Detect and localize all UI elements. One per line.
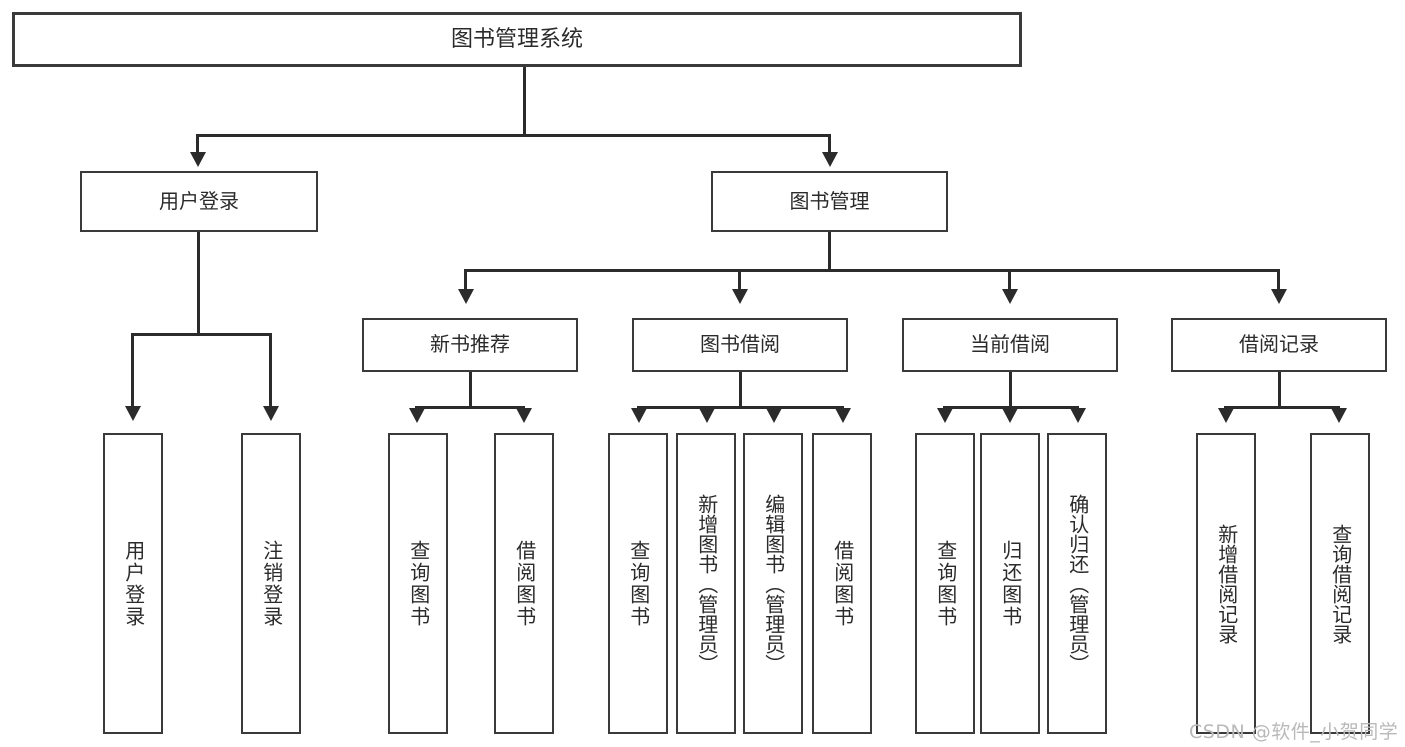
node-leaf-bb-query[interactable]: 查询图书 — [608, 433, 668, 734]
node-leaf-bb-edit[interactable]: 编辑图书（管理员） — [743, 433, 803, 734]
connector-user-login-stem — [197, 232, 200, 336]
node-leaf-user-logout[interactable]: 注销登录 — [241, 433, 301, 734]
node-user-login-label: 用户登录 — [159, 188, 239, 213]
node-new-book-rec-label: 新书推荐 — [430, 332, 510, 357]
node-borrow-record[interactable]: 借阅记录 — [1171, 318, 1387, 372]
node-leaf-cb-confirm-label: 确认归还（管理员） — [1065, 493, 1090, 674]
node-leaf-cb-query[interactable]: 查询图书 — [915, 433, 975, 734]
node-new-book-rec[interactable]: 新书推荐 — [362, 318, 578, 372]
connector-cb-bus — [943, 406, 1079, 409]
node-leaf-bb-add-label: 新增图书（管理员） — [694, 493, 719, 674]
node-leaf-bb-borrow[interactable]: 借阅图书 — [812, 433, 872, 734]
connector-root-to-book-manage — [828, 134, 831, 154]
node-book-manage-label: 图书管理 — [789, 188, 870, 213]
node-user-login[interactable]: 用户登录 — [80, 171, 318, 232]
arrowhead-leaf-cb-confirm — [1070, 408, 1086, 423]
arrowhead-leaf-user-login — [125, 406, 141, 421]
connector-br-bus — [1224, 406, 1340, 409]
node-leaf-user-logout-label: 注销登录 — [259, 539, 284, 628]
node-leaf-user-login[interactable]: 用户登录 — [103, 433, 163, 734]
connector-bm-drop-1 — [464, 269, 467, 291]
connector-nbr-stem — [469, 372, 472, 409]
arrowhead-current-borrow — [1002, 289, 1018, 304]
arrowhead-new-book-rec — [458, 289, 474, 304]
arrowhead-leaf-cb-return — [1002, 408, 1018, 423]
connector-bb-stem — [739, 372, 742, 409]
connector-cb-stem — [1009, 372, 1012, 409]
node-leaf-user-login-label: 用户登录 — [121, 539, 146, 628]
node-leaf-rec-borrow-label: 借阅图书 — [512, 539, 537, 628]
node-book-borrow[interactable]: 图书借阅 — [632, 318, 848, 372]
node-current-borrow[interactable]: 当前借阅 — [902, 318, 1118, 372]
node-leaf-bb-edit-label: 编辑图书（管理员） — [761, 493, 786, 674]
node-leaf-br-query-label: 查询借阅记录 — [1328, 523, 1353, 644]
connector-bm-drop-4 — [1277, 269, 1280, 291]
arrowhead-leaf-cb-query — [937, 408, 953, 423]
connector-bm-drop-2 — [738, 269, 741, 291]
node-leaf-cb-return[interactable]: 归还图书 — [980, 433, 1040, 734]
arrowhead-leaf-bb-query — [631, 408, 647, 423]
arrowhead-leaf-rec-query — [409, 408, 425, 423]
connector-root-bus — [196, 134, 829, 137]
node-root[interactable]: 图书管理系统 — [12, 12, 1022, 67]
connector-user-login-bus — [131, 333, 271, 336]
node-leaf-bb-query-label: 查询图书 — [626, 539, 651, 628]
connector-br-stem — [1278, 372, 1281, 409]
connector-user-login-drop-1 — [131, 333, 134, 408]
connector-user-login-drop-2 — [269, 333, 272, 408]
connector-root-stem — [523, 67, 526, 136]
arrowhead-borrow-record — [1271, 289, 1287, 304]
node-leaf-rec-borrow[interactable]: 借阅图书 — [494, 433, 554, 734]
node-leaf-cb-return-label: 归还图书 — [998, 539, 1023, 628]
connector-bb-bus — [637, 406, 843, 409]
csdn-watermark: CSDN @软件_小贺同学 — [1189, 721, 1399, 743]
arrowhead-leaf-bb-borrow — [835, 408, 851, 423]
arrowhead-root-to-book-manage — [822, 152, 838, 167]
arrowhead-leaf-bb-edit — [766, 408, 782, 423]
connector-book-manage-stem — [828, 232, 831, 272]
node-book-borrow-label: 图书借阅 — [700, 332, 780, 357]
connector-bm-drop-3 — [1008, 269, 1011, 291]
node-current-borrow-label: 当前借阅 — [970, 332, 1050, 357]
node-borrow-record-label: 借阅记录 — [1239, 332, 1319, 357]
node-leaf-bb-borrow-label: 借阅图书 — [830, 539, 855, 628]
arrowhead-leaf-br-add — [1218, 408, 1234, 423]
arrowhead-root-to-user-login — [190, 152, 206, 167]
arrowhead-leaf-bb-add — [699, 408, 715, 423]
node-book-manage[interactable]: 图书管理 — [711, 171, 948, 232]
node-leaf-cb-query-label: 查询图书 — [933, 539, 958, 628]
arrowhead-leaf-rec-borrow — [516, 408, 532, 423]
arrowhead-leaf-br-query — [1331, 408, 1347, 423]
node-leaf-bb-add[interactable]: 新增图书（管理员） — [676, 433, 736, 734]
node-leaf-rec-query-label: 查询图书 — [406, 539, 431, 628]
node-leaf-br-add[interactable]: 新增借阅记录 — [1196, 433, 1256, 734]
arrowhead-book-borrow — [732, 289, 748, 304]
arrowhead-leaf-user-logout — [263, 406, 279, 421]
node-leaf-br-add-label: 新增借阅记录 — [1214, 523, 1239, 644]
node-root-label: 图书管理系统 — [450, 26, 583, 52]
node-leaf-rec-query[interactable]: 查询图书 — [388, 433, 448, 734]
connector-book-manage-bus — [464, 269, 1280, 272]
node-leaf-br-query[interactable]: 查询借阅记录 — [1310, 433, 1370, 734]
connector-root-to-user-login — [196, 134, 199, 154]
node-leaf-cb-confirm[interactable]: 确认归还（管理员） — [1047, 433, 1107, 734]
connector-nbr-bus — [415, 406, 525, 409]
